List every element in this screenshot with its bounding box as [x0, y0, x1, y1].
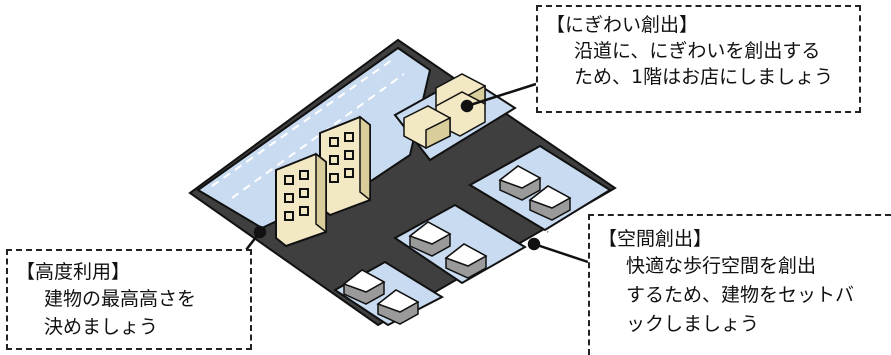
- callout-kodo: 【高度利用】 建物の最高高さを 決めましょう: [6, 249, 252, 350]
- house: [376, 289, 420, 325]
- house: [498, 165, 542, 201]
- house: [408, 221, 452, 257]
- callout-title: 【高度利用】: [16, 261, 131, 283]
- callout-line: ため、1階はお店にしましょう: [574, 66, 834, 88]
- parking-lines: [211, 59, 405, 199]
- houses: [342, 165, 572, 325]
- callout-title: 【にぎわい創出】: [546, 14, 699, 36]
- callout-title: 【空間創出】: [598, 228, 713, 250]
- callout-line: 沿道に、にぎわいを創出する: [574, 40, 821, 62]
- house: [342, 269, 386, 305]
- callout-line: 快適な歩行空間を創出: [626, 255, 817, 277]
- callout-line: するため、建物をセットバ: [626, 284, 855, 306]
- tall-building-front: [275, 152, 327, 248]
- callout-line: 建物の最高高さを: [44, 288, 197, 310]
- callout-line: 決めましょう: [44, 316, 159, 338]
- callout-nigiwai: 【にぎわい創出】 沿道に、にぎわいを創出する ため、1階はお店にしましょう: [536, 5, 861, 113]
- house: [444, 243, 488, 279]
- house: [528, 185, 572, 221]
- callout-kukan: 【空間創出】 快適な歩行空間を創出 するため、建物をセットバ ックしましょう: [588, 214, 891, 355]
- callout-line: ックしましょう: [626, 313, 760, 335]
- tall-building-back: [319, 115, 371, 217]
- ground-base: [188, 38, 617, 327]
- sidewalk-dashes: [477, 189, 549, 233]
